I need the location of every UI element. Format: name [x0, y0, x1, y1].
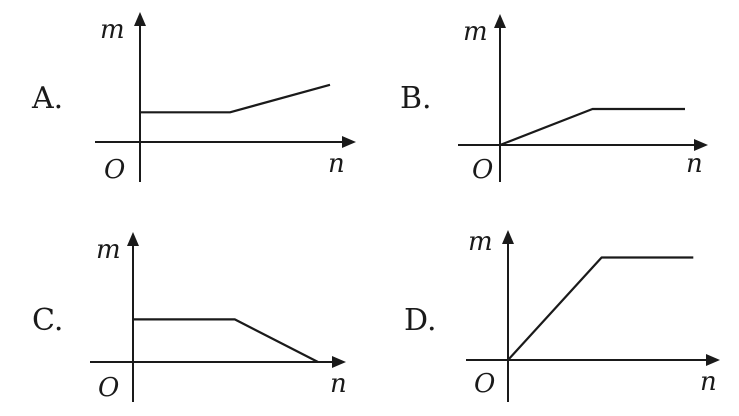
option-c-y-axis-label: m — [96, 235, 121, 265]
option-a-y-axis-label: m — [100, 15, 125, 45]
option-b-label: B. — [400, 81, 432, 116]
option-a-x-arrow-icon — [342, 136, 356, 148]
option-d-x-arrow-icon — [706, 354, 720, 366]
option-c-graph: C. m n O — [32, 232, 347, 403]
option-d-label: D. — [404, 303, 437, 338]
option-c-origin-label: O — [98, 373, 119, 403]
option-b-y-axis-label: m — [463, 17, 488, 47]
option-d-graph-line — [507, 256, 694, 361]
option-d-y-axis-label: m — [468, 227, 493, 257]
option-c-x-arrow-icon — [332, 356, 346, 368]
option-b-graph-line — [499, 107, 685, 147]
option-b-x-arrow-icon — [694, 139, 708, 151]
option-b-x-axis-label: n — [686, 149, 703, 179]
option-c-x-axis-label: n — [330, 369, 347, 399]
option-b-graph: B. m n O — [400, 14, 708, 185]
option-d-graph: D. m n O — [404, 227, 720, 402]
option-a-y-arrow-icon — [134, 12, 146, 26]
option-a-origin-label: O — [104, 155, 125, 185]
option-a-graph: A. m n O — [31, 12, 356, 185]
option-c-label: C. — [32, 303, 63, 338]
option-b-origin-label: O — [472, 155, 493, 185]
option-d-x-axis-label: n — [700, 367, 717, 397]
option-d-origin-label: O — [474, 369, 495, 399]
option-d-y-arrow-icon — [502, 230, 514, 244]
option-c-graph-line — [133, 318, 319, 363]
option-a-x-axis-label: n — [328, 149, 345, 179]
option-c-y-arrow-icon — [127, 232, 139, 246]
option-a-label: A. — [31, 81, 63, 116]
option-a-graph-line — [140, 83, 331, 114]
option-b-y-arrow-icon — [494, 14, 506, 28]
